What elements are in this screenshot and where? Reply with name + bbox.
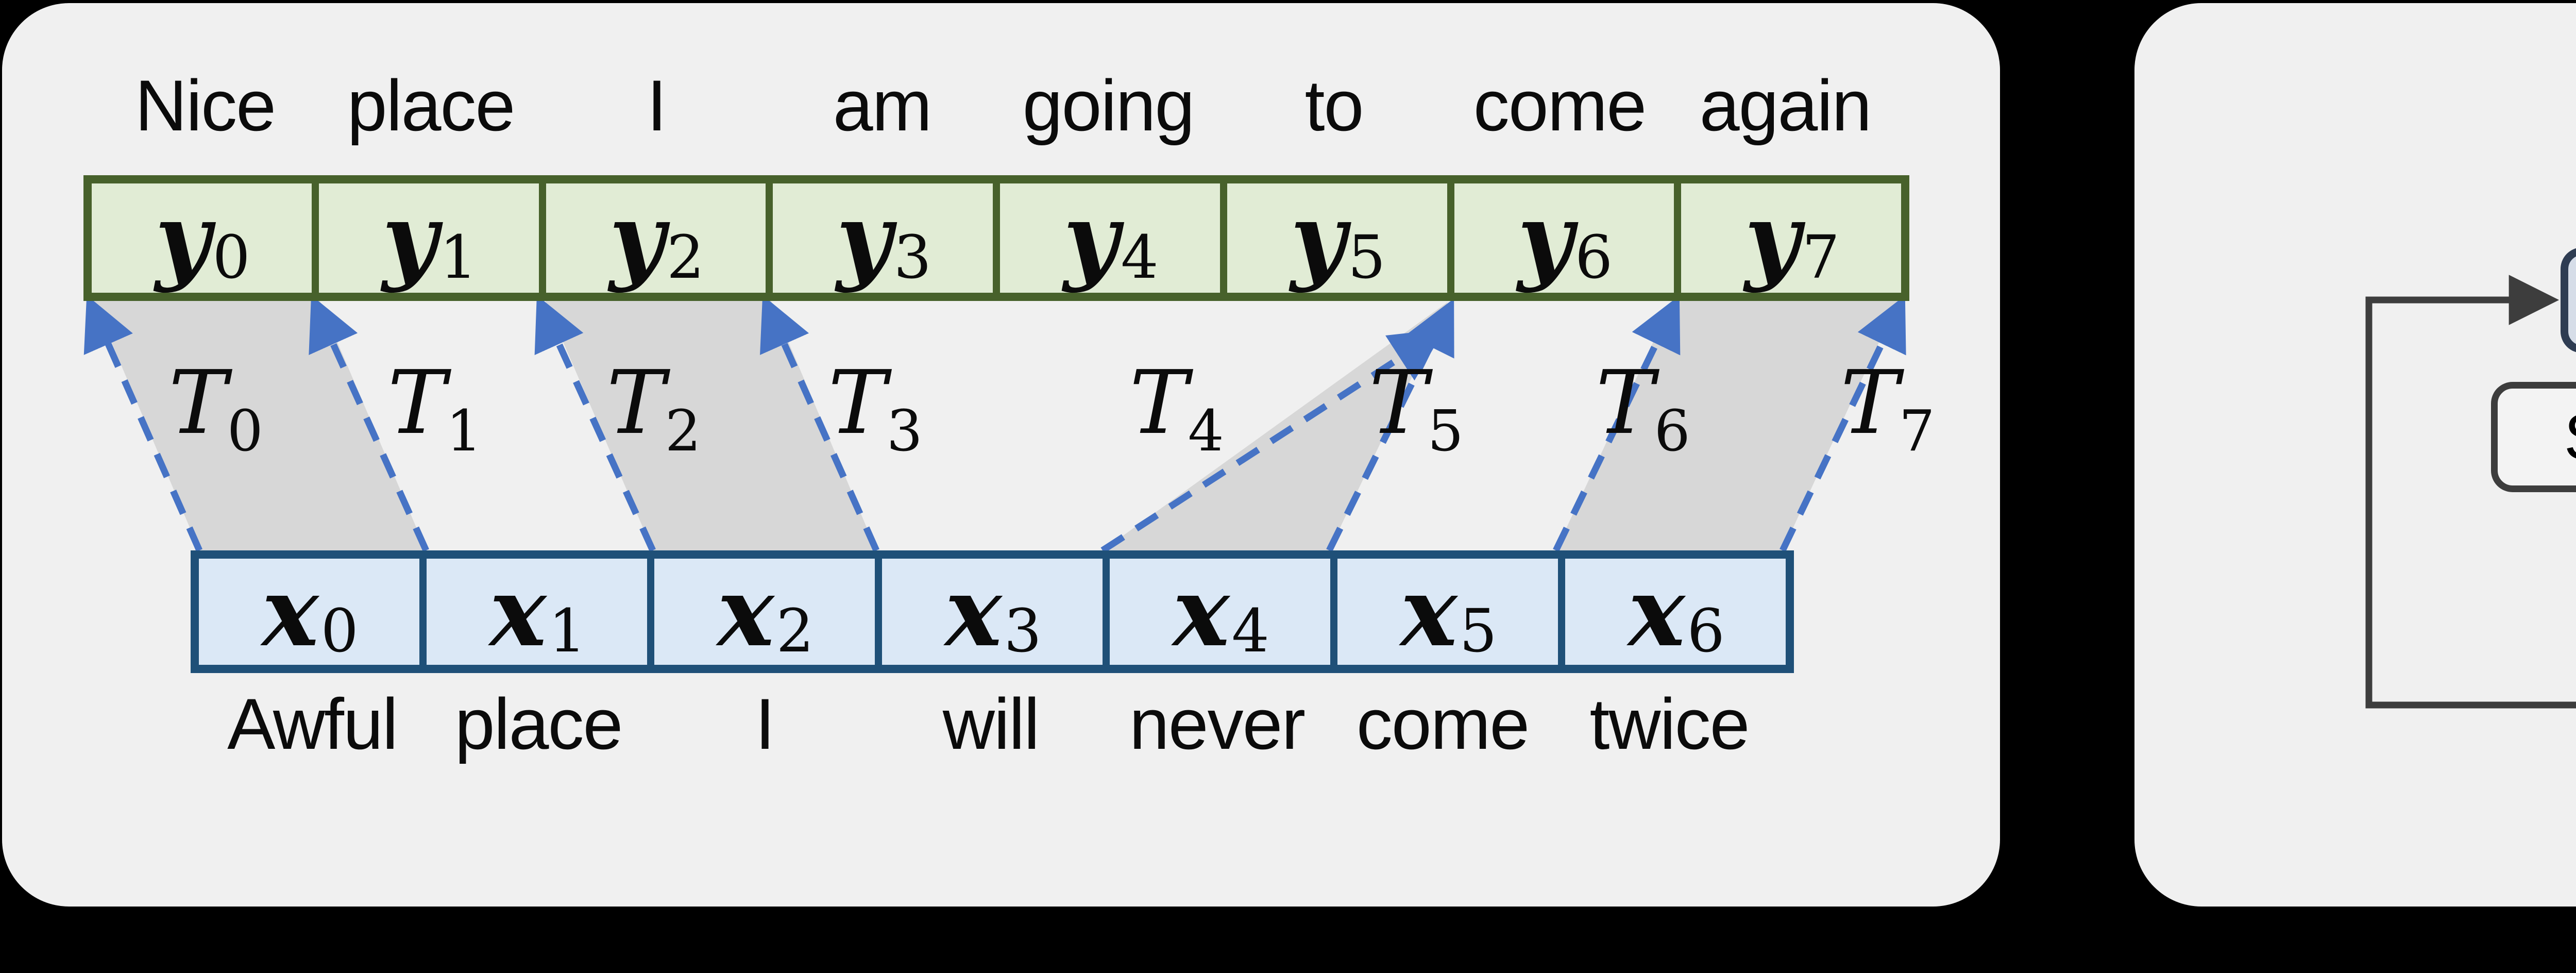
source-word-5: come [1356,683,1530,764]
target-word-2: I [647,65,667,146]
target-word-0: Nice [134,65,276,146]
source-word-1: place [454,683,623,764]
target-word-7: again [1699,65,1872,146]
self-attention-box: Self-Attention [2491,382,2576,492]
alignment-arrow-T0 [83,295,202,552]
alignment-arrow-T4 [1100,329,1445,553]
arrow-residual-c-to-addnorm [2365,275,2576,709]
target-word-5: to [1304,65,1364,146]
alignment-arrow-T7 [1780,295,1906,552]
duration-label-T7: T7 [1840,352,1935,464]
source-word-4: never [1129,683,1306,764]
target-word-3: am [833,65,932,146]
source-word-0: Awful [227,683,398,764]
architecture-lines-layer [2365,275,2576,709]
alignment-arrow-T6 [1553,295,1681,552]
alignment-band-x6-y7 [1556,299,1899,550]
duration-label-T2: T2 [606,352,701,464]
duration-label-T1: T1 [387,352,482,464]
source-word-2: I [755,683,775,764]
duration-label-T3: T3 [828,352,923,464]
duration-label-T5: T5 [1369,352,1464,464]
alignment-arrow-T5 [1326,298,1454,552]
target-word-6: come [1473,65,1647,146]
source-word-3: will [942,683,1040,764]
duration-label-T4: T4 [1129,352,1224,464]
add-norm-box: Add&Norm [2561,247,2576,353]
alignment-arrow-T1 [309,295,429,552]
alignment-arrows-layer [83,295,1906,553]
alignment-arrow-T3 [760,295,879,552]
duration-label-T6: T6 [1596,352,1690,464]
source-word-6: twice [1589,683,1750,764]
target-word-4: going [1022,65,1195,146]
self-attention-label: Self-Attention [2564,400,2576,474]
alignment-band-x4-deleted [1103,302,1448,550]
architecture-panel: e Add&Norm Self-Attention c s [2134,3,2576,907]
duration-label-T0: T0 [168,352,263,464]
target-word-1: place [347,65,516,146]
alignment-arrow-T2 [534,295,656,552]
